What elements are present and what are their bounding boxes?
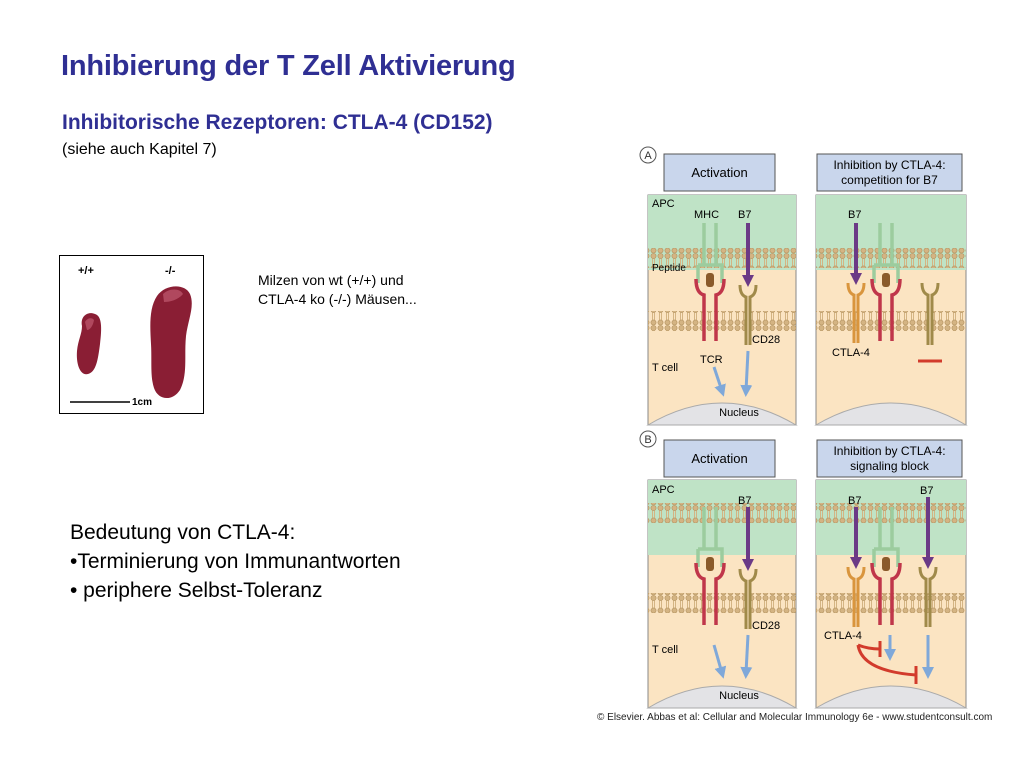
panel-b-letter: B [644,434,651,446]
significance-item-1: •Terminierung von Immunantworten [70,550,401,573]
slide-subtitle: Inhibitorische Rezeptoren: CTLA-4 (CD152… [62,111,493,134]
activation-label-a: Activation [691,165,747,180]
b7-label-inhib: B7 [848,209,861,221]
ctla4-mechanism-figure: A Activation Inhibition by CTLA-4: compe… [636,145,978,725]
inhibition-a-line1: Inhibition by CTLA-4: [833,158,945,172]
spleen-caption: Milzen von wt (+/+) und CTLA-4 ko (-/-) … [258,271,417,309]
activation-box-b [663,439,776,478]
ctla4-molecule-b [846,566,866,627]
peptide [706,273,714,287]
spleen-ko-highlight [163,289,183,302]
spleen-ko [150,286,192,399]
b7-label-b: B7 [738,495,751,507]
caption-line-2: CTLA-4 ko (-/-) Mäusen... [258,291,417,307]
inhibition-b-line1: Inhibition by CTLA-4: [833,444,945,458]
activation-box-a [663,153,776,192]
ko-label: -/- [165,265,176,277]
scale-label: 1cm [132,397,152,408]
cell-panel-b-inhibition: B7 B7 CTLA-4 [814,479,968,709]
peptide-label: Peptide [652,263,686,274]
ctla4-label-a: CTLA-4 [832,347,870,359]
wt-label: +/+ [78,265,94,277]
mechanism-diagram: A Activation Inhibition by CTLA-4: compe… [639,146,968,709]
figure-credit: © Elsevier. Abbas et al: Cellular and Mo… [597,712,993,723]
nucleus [646,402,798,426]
mhc-label: MHC [694,209,719,221]
inhibition-a-line2: competition for B7 [841,173,938,187]
chapter-note: (siehe auch Kapitel 7) [62,141,217,158]
cell-panel-b-activation: APC B7 CD28 T cell Nucleus [646,479,798,709]
slide-title: Inhibierung der T Zell Aktivierung [61,50,516,82]
panel-a: A Activation Inhibition by CTLA-4: compe… [639,146,968,426]
signal-arrow-cd28 [740,350,753,397]
spleen-illustration: +/+ -/- 1cm [70,265,192,408]
signal-arrow-tcr [712,366,726,397]
b7-label-b-right: B7 [920,485,933,497]
caption-line-1: Milzen von wt (+/+) und [258,272,404,288]
nucleus-label-b: Nucleus [719,690,759,702]
ctla4-significance: Bedeutung von CTLA-4: •Terminierung von … [70,518,401,605]
tcr-molecule [694,278,726,341]
b7-label-b-left: B7 [848,495,861,507]
activation-label-b: Activation [691,451,747,466]
inhibition-box-b [816,439,963,478]
cd28-free [920,282,940,345]
cd28-label-b: CD28 [752,620,780,632]
mhc-molecule [696,223,724,283]
tcr-label: TCR [700,354,723,366]
spleen-wt [76,313,102,375]
panel-a-letter: A [644,150,652,162]
ctla4-label-b: CTLA-4 [824,630,862,642]
tcell-membrane [648,311,796,331]
cd28-molecule [738,284,758,345]
cell-panel-a-inhibition: B7 CTLA-4 [814,194,968,426]
nucleus-label: Nucleus [719,407,759,419]
apc-label-b: APC [652,484,675,496]
inhibition-curve-b [856,644,917,677]
inhibition-box-a [816,153,963,192]
cell-panel-a-activation: APC MHC B7 Peptide TCR CD28 T cell Nucle… [646,194,798,426]
spleen-wt-highlight [85,318,94,330]
significance-item-2: • periphere Selbst-Toleranz [70,579,323,602]
cd28-label: CD28 [752,334,780,346]
apc-membrane [648,248,796,268]
apc-label: APC [652,198,675,210]
tcell-label: T cell [652,362,678,374]
tcell-label-b: T cell [652,644,678,656]
significance-heading: Bedeutung von CTLA-4: [70,521,296,544]
panel-b: B Activation Inhibition by CTLA-4: signa… [639,430,968,709]
inhibition-b-line2: signaling block [850,459,930,473]
spleen-photo: +/+ -/- 1cm [59,255,204,414]
panel-a-badge [639,146,657,164]
b7-label: B7 [738,209,751,221]
ctla4-molecule-a [846,282,866,343]
